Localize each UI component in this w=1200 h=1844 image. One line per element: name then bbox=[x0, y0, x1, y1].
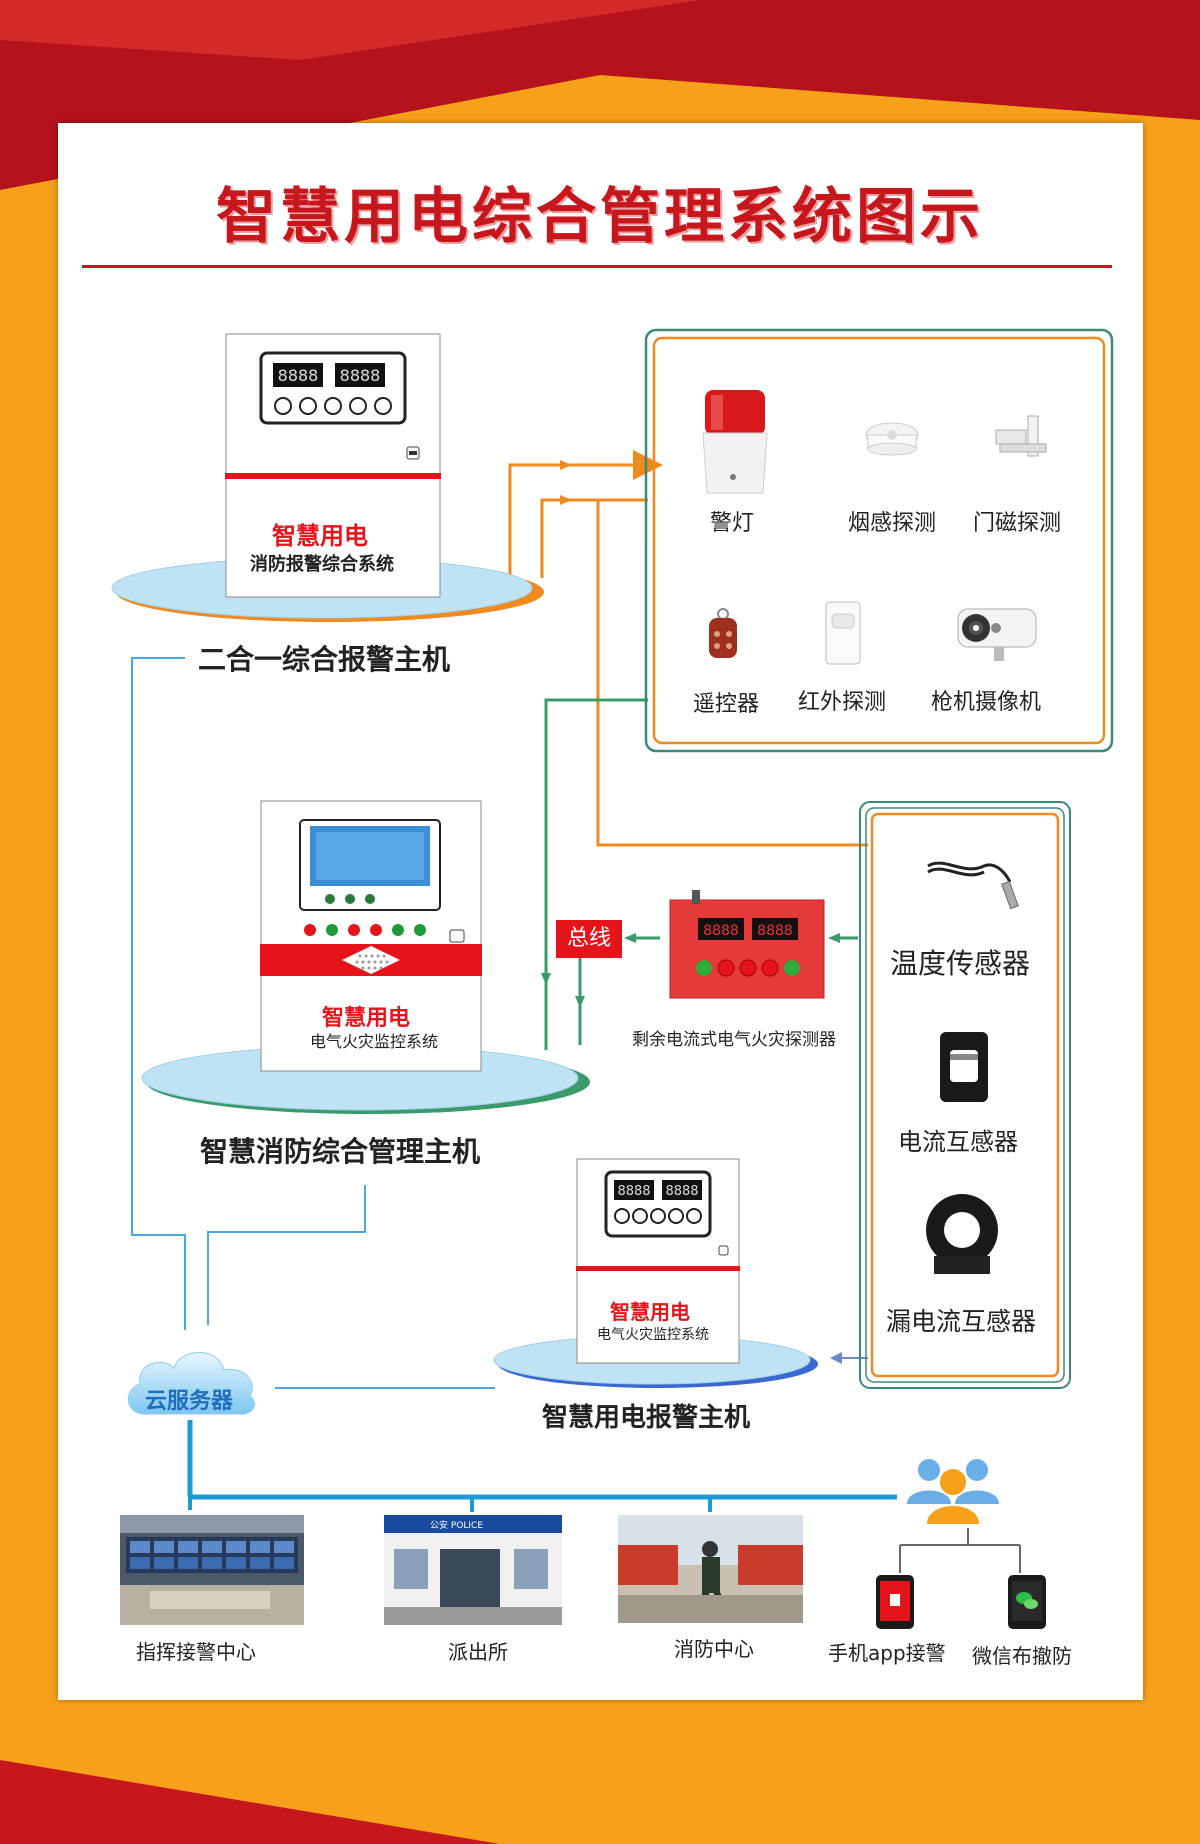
host2-cabinet bbox=[260, 800, 482, 1072]
smoke-detector-label: 烟感探测 bbox=[848, 511, 937, 536]
host2-screen-brand: SZLIONKING bbox=[338, 885, 400, 896]
svg-text:8888: 8888 bbox=[617, 1184, 650, 1199]
residual-detector-label: 剩余电流式电气火灾探测器 bbox=[632, 1030, 836, 1050]
leakage-transformer-icon bbox=[926, 1194, 998, 1274]
smoke-detector-icon bbox=[865, 422, 919, 456]
svg-text:8888: 8888 bbox=[665, 1184, 698, 1199]
host3-brand: 智慧用电 bbox=[610, 1300, 690, 1324]
host2-subtitle: 电气火灾监控系统 bbox=[310, 1032, 439, 1051]
wechat-label: 微信布撤防 bbox=[972, 1644, 1072, 1668]
phone-app-label: 手机app接警 bbox=[828, 1641, 946, 1665]
cloud-server-icon bbox=[128, 1352, 255, 1415]
command-center-photo bbox=[120, 1515, 304, 1625]
host2-brand: 智慧用电 bbox=[322, 1006, 411, 1031]
current-transformer-icon bbox=[940, 1032, 988, 1102]
bullet-camera-icon bbox=[957, 608, 1037, 661]
temperature-sensor-icon bbox=[927, 861, 1019, 910]
door-sensor-label: 门磁探测 bbox=[973, 511, 1062, 536]
leakage-transformer-label: 漏电流互感器 bbox=[886, 1307, 1037, 1336]
wechat-icon bbox=[1008, 1575, 1046, 1629]
police-station-label: 派出所 bbox=[448, 1640, 508, 1664]
host2-label: 智慧消防综合管理主机 bbox=[200, 1135, 481, 1168]
residual-current-detector-icon: 8888 8888 bbox=[669, 890, 825, 999]
host3-cabinet: 8888 8888 bbox=[576, 1158, 740, 1364]
bus-label: 总线 bbox=[556, 920, 622, 958]
remote-control-label: 遥控器 bbox=[693, 692, 760, 717]
fire-center-photo bbox=[618, 1515, 803, 1623]
sensor-panel-frame bbox=[859, 801, 1071, 1389]
svg-text:8888: 8888 bbox=[757, 923, 793, 939]
host1-brand: 智慧用电 bbox=[272, 522, 368, 550]
police-sign: 公安 POLICE bbox=[430, 1521, 484, 1531]
page-title: 智慧用电综合管理系统图示 bbox=[216, 182, 984, 252]
command-center-label: 指挥接警中心 bbox=[136, 1640, 256, 1664]
device-panel-frame bbox=[644, 328, 1114, 753]
cloud-server-label: 云服务器 bbox=[145, 1389, 234, 1414]
alarm-light-label: 警灯 bbox=[710, 511, 755, 536]
temperature-sensor-label: 温度传感器 bbox=[890, 947, 1031, 980]
fire-center-label: 消防中心 bbox=[674, 1637, 754, 1661]
users-icon bbox=[907, 1457, 999, 1524]
svg-text:8888: 8888 bbox=[703, 923, 739, 939]
alarm-light-icon bbox=[702, 390, 768, 494]
phone-app-icon bbox=[876, 1575, 914, 1629]
police-station-photo bbox=[384, 1515, 562, 1625]
host3-label: 智慧用电报警主机 bbox=[542, 1403, 751, 1433]
title-divider bbox=[82, 265, 1112, 268]
current-transformer-label: 电流互感器 bbox=[898, 1128, 1018, 1156]
host1-label: 二合一综合报警主机 bbox=[198, 643, 451, 676]
infrared-detector-label: 红外探测 bbox=[798, 690, 887, 715]
host1-cabinet: 8888 8888 bbox=[225, 333, 441, 598]
svg-text:8888: 8888 bbox=[278, 366, 319, 385]
host1-subtitle: 消防报警综合系统 bbox=[250, 554, 394, 575]
host3-subtitle: 电气火灾监控系统 bbox=[597, 1327, 709, 1343]
infrared-detector-icon bbox=[825, 601, 861, 665]
bullet-camera-label: 枪机摄像机 bbox=[931, 690, 1042, 715]
door-sensor-icon bbox=[995, 415, 1047, 457]
svg-text:8888: 8888 bbox=[340, 366, 381, 385]
remote-control-icon bbox=[709, 608, 737, 658]
